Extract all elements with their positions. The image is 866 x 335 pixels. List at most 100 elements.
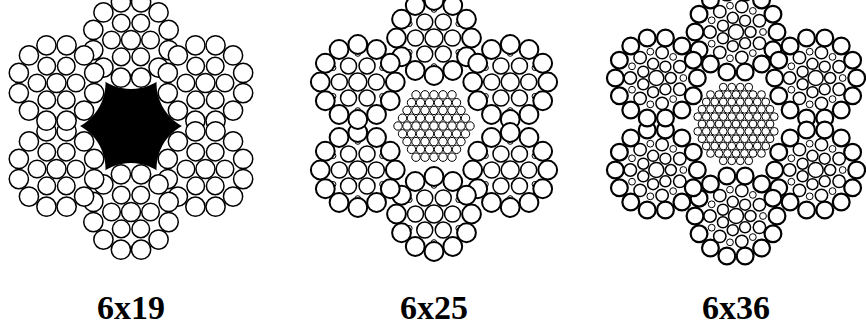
- core-wire: [394, 122, 402, 130]
- core-wire: [407, 114, 415, 122]
- core-wire: [724, 135, 732, 143]
- wire: [28, 74, 46, 92]
- wire: [839, 167, 846, 174]
- wire: [691, 225, 708, 242]
- core-wire: [461, 114, 469, 122]
- wire: [341, 90, 357, 106]
- wire: [84, 20, 103, 39]
- wire: [417, 190, 433, 206]
- wire: [9, 63, 28, 82]
- wire: [797, 79, 808, 90]
- core-wire: [430, 122, 438, 130]
- wire: [766, 162, 783, 179]
- core-wire: [694, 113, 702, 121]
- wire: [425, 242, 444, 261]
- wire: [665, 73, 676, 84]
- core-wire: [439, 122, 447, 130]
- wire: [348, 198, 367, 217]
- wire: [685, 52, 702, 69]
- core-wire: [770, 113, 778, 121]
- core-wire: [745, 113, 753, 121]
- wire: [629, 155, 636, 162]
- wire: [57, 197, 76, 216]
- strand-ground: [8, 34, 106, 132]
- wire: [501, 123, 520, 142]
- core-wire: [753, 98, 761, 106]
- wire: [718, 168, 735, 185]
- wire: [833, 102, 850, 119]
- rope-label: 6x36: [702, 288, 770, 328]
- wire: [770, 87, 787, 104]
- wire: [493, 178, 509, 194]
- wire: [760, 213, 767, 220]
- core-wire: [736, 142, 744, 150]
- wire: [435, 46, 451, 62]
- core-wire: [443, 114, 451, 122]
- wire: [770, 144, 787, 161]
- wire: [75, 187, 94, 206]
- wire: [131, 165, 150, 184]
- wire: [829, 96, 836, 103]
- core-wire: [443, 130, 451, 138]
- core-wire: [434, 145, 442, 153]
- wire: [736, 0, 748, 12]
- wire: [330, 128, 349, 147]
- wire: [206, 36, 225, 55]
- wire: [417, 46, 433, 62]
- wire: [482, 40, 501, 59]
- core-wire: [707, 120, 715, 128]
- wire: [770, 52, 787, 69]
- wire: [765, 190, 782, 207]
- wire: [797, 66, 808, 77]
- wire: [648, 87, 659, 98]
- wire: [740, 199, 751, 210]
- wire: [807, 87, 818, 98]
- wire: [736, 51, 748, 63]
- wire: [745, 211, 756, 222]
- wire: [647, 48, 654, 55]
- wire: [717, 20, 728, 31]
- wire: [501, 73, 519, 91]
- core-wire: [421, 122, 429, 130]
- wire: [234, 149, 253, 168]
- wire: [158, 63, 177, 82]
- wire: [533, 54, 552, 73]
- wire: [387, 205, 406, 224]
- wire: [648, 58, 659, 69]
- strand-ground: [156, 34, 254, 132]
- core-wire: [749, 120, 757, 128]
- wire: [19, 132, 38, 151]
- wire: [788, 178, 795, 185]
- wire: [691, 6, 708, 23]
- wire: [656, 46, 668, 58]
- core-wire: [452, 114, 460, 122]
- wire: [611, 87, 628, 104]
- wire: [435, 190, 451, 206]
- core-wire: [749, 91, 757, 99]
- core-wire: [707, 135, 715, 143]
- core-wire: [702, 127, 710, 135]
- core-wire: [770, 127, 778, 135]
- core-wire: [439, 153, 447, 161]
- wire: [673, 194, 690, 211]
- wire: [359, 58, 375, 74]
- core-wire: [741, 120, 749, 128]
- wire: [844, 52, 861, 69]
- wire: [149, 3, 168, 22]
- core-wire: [711, 98, 719, 106]
- wire: [75, 101, 94, 120]
- wire: [131, 240, 150, 259]
- wire: [727, 196, 738, 207]
- wire: [196, 74, 215, 93]
- core-wire: [736, 157, 744, 165]
- wire: [168, 46, 187, 65]
- core-wire: [711, 113, 719, 121]
- core-wire: [430, 137, 438, 145]
- core-wire: [711, 142, 719, 150]
- wire: [186, 197, 205, 216]
- wire: [648, 179, 659, 190]
- wire: [520, 105, 539, 124]
- core-wire: [762, 113, 770, 121]
- wire: [75, 46, 94, 65]
- wire: [708, 201, 715, 208]
